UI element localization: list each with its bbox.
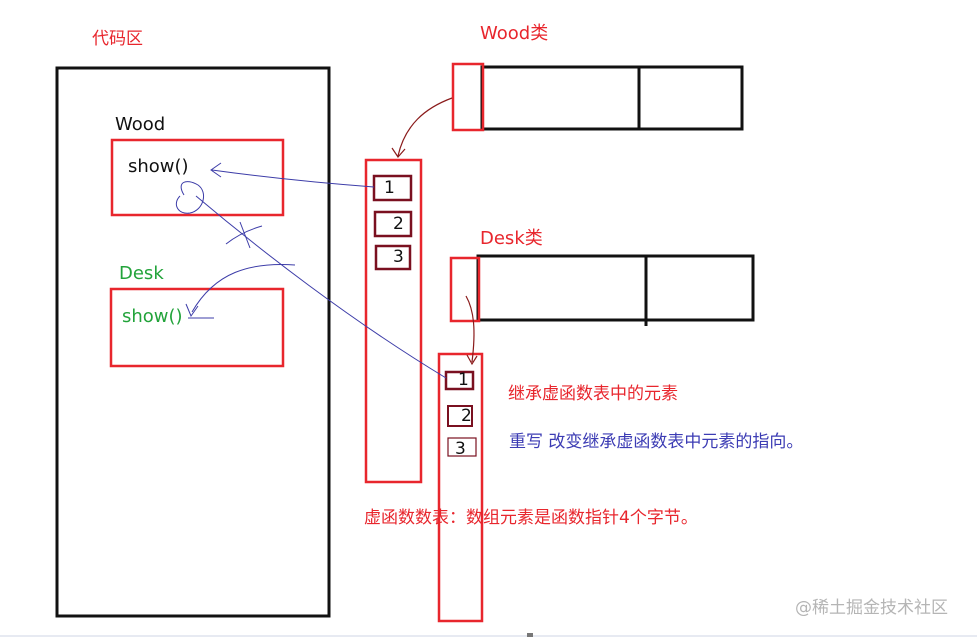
bottom-edge-tick bbox=[527, 633, 533, 637]
desk-vptr-arrow bbox=[465, 295, 475, 363]
wood-vtable-slot-1-label: 1 bbox=[384, 178, 395, 198]
note-override: 重写 改变继承虚函数表中元素的指向。 bbox=[509, 432, 804, 452]
wood-vptr-arrow bbox=[397, 97, 453, 157]
desk-vtable-slot-3 bbox=[447, 437, 477, 457]
wood-vptr-arrowhead bbox=[391, 147, 406, 158]
wood-vtable-slot-3 bbox=[374, 244, 412, 271]
desk-class-label: Desk类 bbox=[480, 228, 543, 249]
wood-class-label: Wood类 bbox=[480, 23, 549, 44]
cross-mark-2 bbox=[239, 221, 251, 249]
cross-mark-1 bbox=[225, 225, 263, 245]
desk-slot1-to-wood-show-link bbox=[195, 195, 447, 379]
desk-vtable-slot-1 bbox=[444, 370, 475, 391]
wood-vtable-slot-2-label: 2 bbox=[393, 214, 404, 234]
note-inherit: 继承虚函数表中的元素 bbox=[508, 384, 678, 404]
desk-vtable-slot-2-label: 2 bbox=[461, 406, 472, 426]
desk-vtable-slot-1-label: 1 bbox=[458, 370, 469, 390]
wood-vtable-slot-3-label: 3 bbox=[393, 247, 404, 267]
desk-show-box bbox=[109, 287, 285, 368]
desk-vtable-slot-2 bbox=[447, 405, 473, 427]
desk-vtable-slot-3-label: 3 bbox=[455, 439, 466, 459]
wood-vptr-cell bbox=[451, 62, 485, 132]
wood-section-label: Wood bbox=[115, 114, 166, 135]
desk-vptr-arrowhead bbox=[466, 354, 478, 366]
code-area-label: 代码区 bbox=[92, 29, 143, 49]
wood-vtable-box bbox=[364, 158, 423, 484]
desk-section-label: Desk bbox=[119, 263, 164, 284]
desk-vtable-box bbox=[437, 352, 484, 623]
wood-slot1-arrowhead bbox=[210, 162, 222, 178]
wood-vtable-slot-2 bbox=[373, 210, 413, 238]
desk-override-arrowhead bbox=[185, 303, 199, 318]
desk-show-label: show() bbox=[122, 306, 183, 327]
wood-show-box bbox=[110, 138, 285, 217]
wood-vtable-slot-1 bbox=[372, 174, 413, 202]
watermark: @稀土掘金技术社区 bbox=[795, 598, 948, 618]
wood-slot1-to-wood-show-arrow bbox=[211, 169, 375, 188]
wood-object-box bbox=[480, 65, 744, 131]
desk-object-box bbox=[476, 254, 755, 322]
crossed-out-scribble bbox=[175, 181, 205, 214]
desk-override-arrow bbox=[191, 264, 296, 313]
note-vtable: 虚函数数表：数组元素是函数指针4个字节。 bbox=[364, 508, 698, 528]
desk-vptr-cell bbox=[449, 256, 481, 323]
wood-show-label: show() bbox=[128, 156, 189, 177]
code-area-box bbox=[55, 66, 331, 618]
